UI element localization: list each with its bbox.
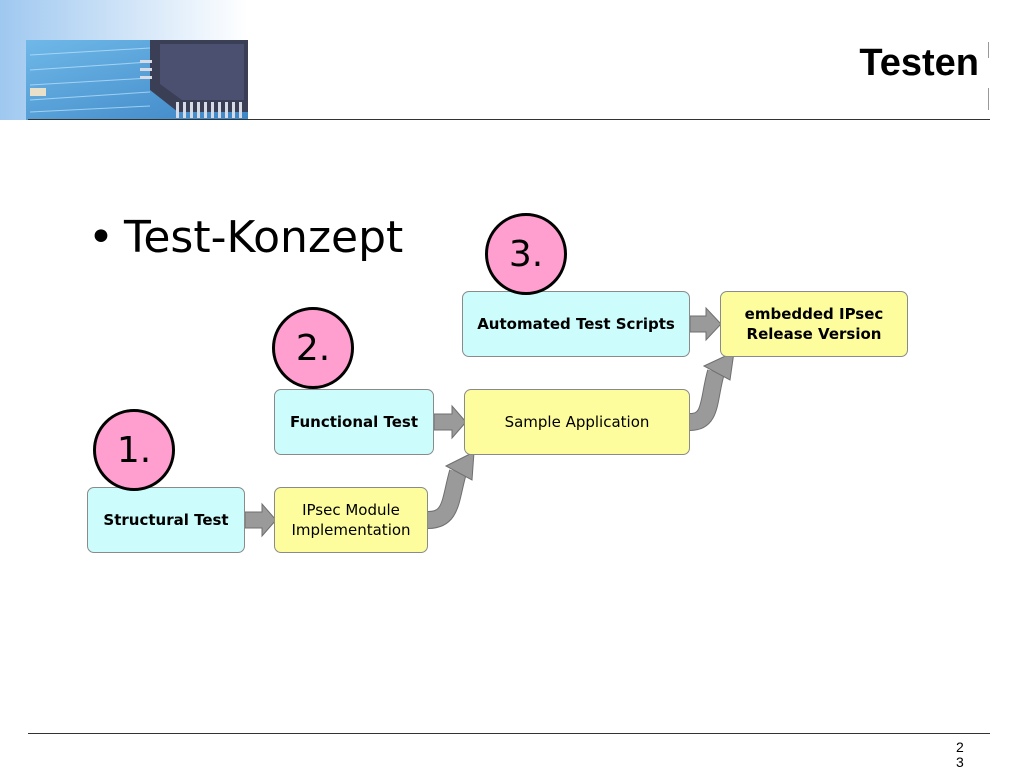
arrow-functional-to-sample xyxy=(433,404,467,440)
bullet-item: •Test-Konzept xyxy=(88,212,403,263)
arrow-sample-to-release xyxy=(688,351,735,431)
ipsec-module-box: IPsec Module Implementation xyxy=(274,487,428,553)
page-number: 23 xyxy=(956,739,964,770)
automated-test-scripts-box: Automated Test Scripts xyxy=(462,291,690,357)
bullet-text: Test-Konzept xyxy=(123,212,404,263)
header-divider xyxy=(28,119,990,120)
structural-test-box: Structural Test xyxy=(87,487,245,553)
slide-title: Testen xyxy=(859,42,979,84)
step-3-circle: 3. xyxy=(485,213,567,295)
title-marker-top xyxy=(988,42,989,58)
arrow-module-to-sample xyxy=(427,451,475,529)
arrow-structural-to-module xyxy=(244,502,277,538)
circuit-chip-header-image xyxy=(0,0,248,120)
bullet-dot: • xyxy=(88,212,114,263)
arrow-scripts-to-release xyxy=(689,306,722,342)
footer-divider xyxy=(28,733,990,734)
sample-application-box: Sample Application xyxy=(464,389,690,455)
title-marker-bottom xyxy=(988,88,989,110)
step-2-circle: 2. xyxy=(272,307,354,389)
functional-test-box: Functional Test xyxy=(274,389,434,455)
step-1-circle: 1. xyxy=(93,409,175,491)
embedded-ipsec-release-box: embedded IPsec Release Version xyxy=(720,291,908,357)
